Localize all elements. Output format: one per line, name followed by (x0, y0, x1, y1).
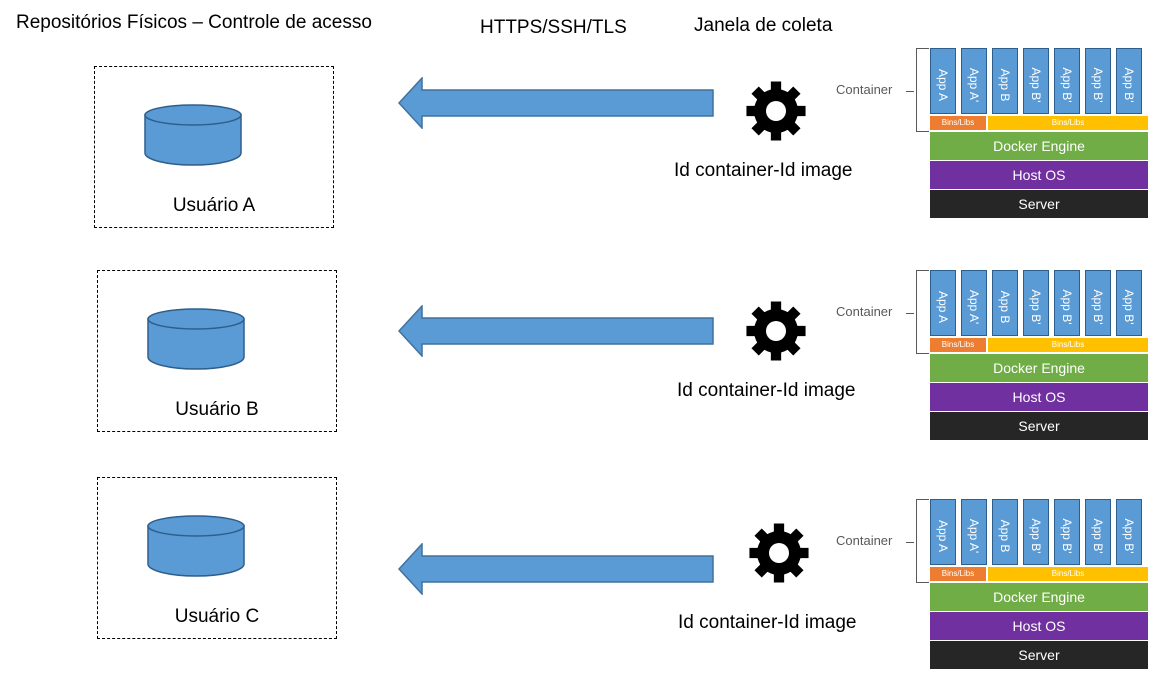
app-row: App A App A' App B App B' App B' App B' App B' (930, 48, 1148, 116)
container-bracket (906, 542, 914, 543)
bins-libs-b: Bins/Libs (988, 338, 1148, 352)
transfer-arrow (398, 77, 714, 129)
app-label: App A (936, 290, 950, 324)
app-block: App B' (1054, 499, 1080, 565)
app-block: App A' (961, 270, 987, 336)
app-label: App B' (1091, 289, 1105, 325)
user-label: Usuário C (174, 606, 260, 627)
repository-box: Usuário C (97, 477, 337, 639)
app-block: App A' (961, 48, 987, 114)
gear-icon (746, 81, 806, 141)
repository-box: Usuário B (97, 270, 337, 432)
app-row: App A App A' App B App B' App B' App B' App B' (930, 499, 1148, 567)
app-block: App A (930, 270, 956, 336)
app-label: App B (998, 290, 1012, 324)
database-cylinder-icon (147, 308, 245, 370)
transfer-arrow (398, 305, 714, 357)
protocols-label: HTTPS/SSH/TLS (480, 17, 627, 38)
container-bracket (916, 270, 929, 354)
docker-engine-layer: Docker Engine (930, 354, 1148, 382)
container-label: Container (836, 533, 893, 548)
app-block: App B' (1023, 48, 1049, 114)
app-block: App B' (1116, 270, 1142, 336)
app-label: App B' (1122, 518, 1136, 554)
stack-layers: App A App A' App B App B' App B' App B' App B'… (916, 48, 1148, 224)
app-label: App B' (1029, 289, 1043, 325)
container-bracket (906, 313, 914, 314)
collection-window-label: Janela de coleta (694, 15, 833, 36)
bins-libs-a: Bins/Libs (930, 338, 986, 352)
app-label: App B' (1091, 518, 1105, 554)
app-block: App B (992, 499, 1018, 565)
container-label: Container (836, 304, 893, 319)
app-block: App B' (1116, 499, 1142, 565)
repository-box: Usuário A (94, 66, 334, 228)
app-block: App B' (1023, 499, 1049, 565)
app-block: App B' (1085, 270, 1111, 336)
app-block: App B' (1116, 48, 1142, 114)
container-bracket (916, 48, 929, 132)
app-label: App B' (1091, 67, 1105, 103)
container-bracket (906, 91, 914, 92)
user-label: Usuário B (175, 399, 259, 420)
app-block: App B' (1054, 270, 1080, 336)
stack-layers: App A App A' App B App B' App B' App B' App B'… (916, 499, 1148, 675)
stack-layers: App A App A' App B App B' App B' App B' App B'… (916, 270, 1148, 446)
app-label: App B' (1122, 67, 1136, 103)
container-image-id-label: Id container-Id image (677, 380, 856, 401)
app-label: App B' (1029, 67, 1043, 103)
app-label: App B' (1122, 289, 1136, 325)
host-os-layer: Host OS (930, 161, 1148, 189)
app-label: App A' (967, 518, 981, 554)
app-label: App B' (1060, 67, 1074, 103)
server-layer: Server (930, 412, 1148, 440)
app-label: App B (998, 68, 1012, 102)
container-image-id-label: Id container-Id image (678, 612, 857, 633)
app-label: App B' (1060, 518, 1074, 554)
app-label: App B (998, 519, 1012, 553)
app-label: App A' (967, 67, 981, 103)
container-image-id-label: Id container-Id image (674, 160, 853, 181)
app-block: App A (930, 499, 956, 565)
app-block: App A' (961, 499, 987, 565)
bins-libs-a: Bins/Libs (930, 567, 986, 581)
host-os-layer: Host OS (930, 383, 1148, 411)
host-os-layer: Host OS (930, 612, 1148, 640)
server-layer: Server (930, 190, 1148, 218)
user-label: Usuário A (172, 195, 256, 216)
app-block: App A (930, 48, 956, 114)
bins-libs-b: Bins/Libs (988, 116, 1148, 130)
bins-libs-a: Bins/Libs (930, 116, 986, 130)
app-label: App A (936, 68, 950, 102)
database-cylinder-icon (144, 104, 242, 166)
docker-engine-layer: Docker Engine (930, 132, 1148, 160)
app-block: App B' (1085, 48, 1111, 114)
bins-libs-b: Bins/Libs (988, 567, 1148, 581)
app-block: App B' (1023, 270, 1049, 336)
app-block: App B (992, 270, 1018, 336)
app-block: App B (992, 48, 1018, 114)
container-label: Container (836, 82, 893, 97)
app-row: App A App A' App B App B' App B' App B' App B' (930, 270, 1148, 338)
database-cylinder-icon (147, 515, 245, 577)
repos-title: Repositórios Físicos – Controle de acess… (16, 12, 372, 33)
server-layer: Server (930, 641, 1148, 669)
docker-engine-layer: Docker Engine (930, 583, 1148, 611)
app-block: App B' (1085, 499, 1111, 565)
app-label: App B' (1029, 518, 1043, 554)
app-label: App A (936, 519, 950, 553)
app-label: App B' (1060, 289, 1074, 325)
app-label: App A' (967, 289, 981, 325)
container-bracket (916, 499, 929, 583)
transfer-arrow (398, 543, 714, 595)
gear-icon (749, 523, 809, 583)
gear-icon (746, 301, 806, 361)
app-block: App B' (1054, 48, 1080, 114)
